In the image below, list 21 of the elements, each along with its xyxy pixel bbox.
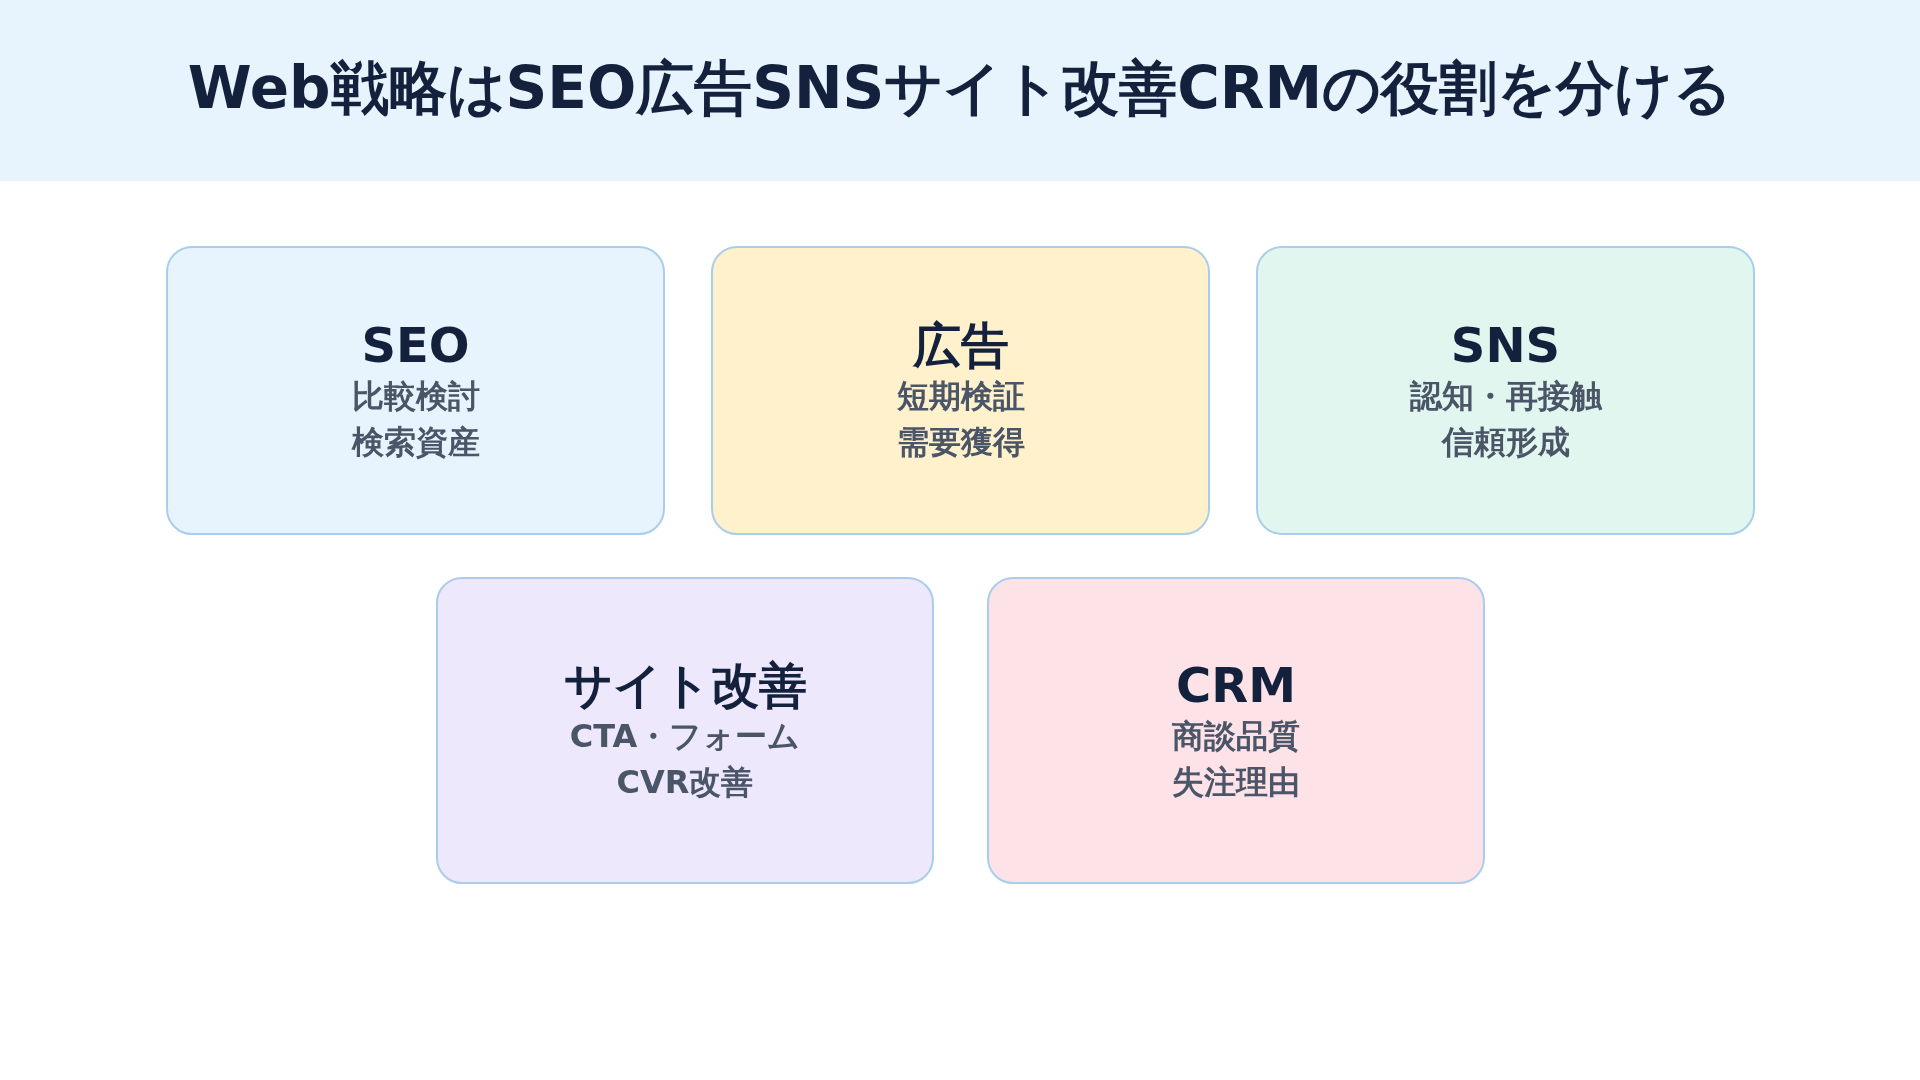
card-item: CVR改善 [616,761,754,803]
card-item: 検索資産 [351,421,480,463]
role-card [166,246,665,535]
card-item: CTA・フォーム [569,715,801,757]
card-item: 信頼形成 [1441,421,1570,463]
card-heading: SNS [1450,316,1561,373]
card-item: 需要獲得 [896,421,1025,463]
card-heading: SEO [361,316,470,373]
card-item: 失注理由 [1172,761,1300,803]
role-card [1256,246,1755,535]
role-card [987,577,1485,884]
title: Web戦略はSEO広告SNSサイト改善CRMの役割を分ける [186,53,1734,124]
card-item: 比較検討 [351,375,480,417]
card-item: 商談品質 [1172,715,1300,757]
role-card [711,246,1210,535]
role-card [436,577,934,884]
card-heading: CRM [1176,656,1296,713]
card-item: 短期検証 [896,375,1025,417]
card-item: 認知・再接触 [1409,375,1602,417]
card-heading: 広告 [912,316,1009,373]
card-heading: サイト改善 [563,656,807,713]
